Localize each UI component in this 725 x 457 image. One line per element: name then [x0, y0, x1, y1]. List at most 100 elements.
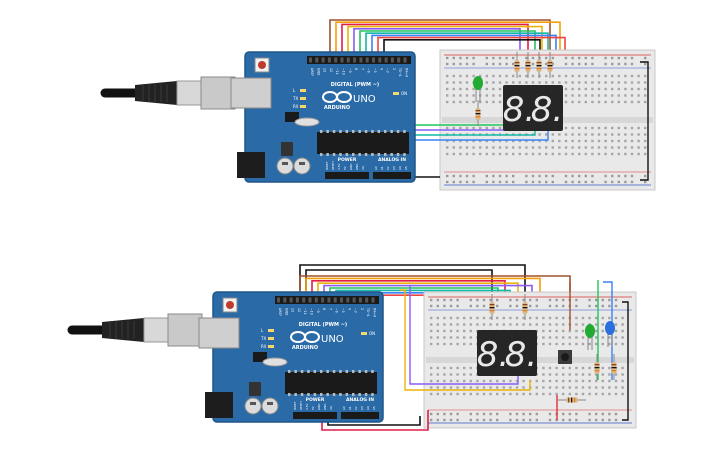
resistor-band [568, 397, 570, 403]
breadboard-hole [538, 139, 541, 143]
power-pin-label: RESET [299, 401, 303, 410]
rail-hole [545, 62, 548, 66]
breadboard-hole [614, 329, 618, 333]
rail-hole [498, 62, 502, 66]
breadboard-hole [578, 94, 581, 97]
breadboard-hole [548, 386, 552, 389]
breadboard-hole [564, 146, 568, 149]
rail-hole [459, 174, 462, 178]
chip-pin [307, 393, 310, 396]
rail-hole [555, 298, 558, 302]
breadboard-hole [595, 323, 598, 326]
breadboard-hole [578, 87, 581, 91]
capacitor [276, 157, 294, 175]
breadboard-hole [595, 329, 598, 333]
rail-hole [492, 174, 495, 178]
breadboard-hole [535, 316, 538, 320]
power-label: POWER [338, 157, 357, 163]
resistor-band [594, 370, 600, 372]
breadboard-hole [436, 386, 439, 389]
breadboard-hole [542, 336, 545, 339]
breadboard-hole [611, 126, 614, 130]
chip-pin [326, 370, 329, 373]
power-header [325, 172, 369, 179]
breadboard-hole [443, 316, 446, 320]
breadboard-hole [581, 392, 585, 396]
breadboard-hole [644, 139, 647, 143]
rail-hole [476, 418, 479, 422]
rail-hole [614, 412, 618, 416]
breadboard-hole [545, 81, 548, 84]
breadboard-hole [459, 146, 462, 149]
resistor-band [514, 65, 520, 67]
pin-label: GND [284, 308, 288, 316]
breadboard-hole [472, 152, 475, 156]
rail-hole [485, 56, 488, 60]
rail-hole [522, 418, 525, 422]
pin-label: 8 [354, 68, 358, 70]
breadboard-hole [456, 366, 459, 370]
breadboard-hole [452, 100, 455, 104]
breadboard-hole [604, 152, 607, 156]
breadboard-hole [601, 379, 604, 383]
power-pin-label: 3.3V [305, 404, 309, 410]
breadboard-hole [564, 87, 568, 91]
breadboard-hole [588, 316, 591, 320]
led-label: TX [292, 96, 298, 101]
rail-hole [617, 180, 620, 184]
pin-label: 13 [323, 68, 327, 72]
breadboard-hole [496, 379, 499, 383]
infinity-logo-right [304, 331, 320, 343]
analog-pin-label: A2 [386, 166, 390, 170]
analog-pin-label: A5 [372, 406, 376, 410]
pin-label: 2 [360, 308, 364, 310]
breadboard-hole [555, 342, 558, 346]
chip-pin [345, 393, 349, 396]
chip-pin [403, 130, 406, 133]
breadboard-hole [611, 87, 614, 91]
rail-hole [449, 412, 453, 416]
resistor-band [475, 116, 481, 118]
breadboard-hole [588, 342, 591, 346]
resistor-band [475, 113, 481, 115]
chip-pin [377, 153, 381, 156]
breadboard-hole [591, 94, 594, 97]
rail-hole [588, 298, 591, 302]
status-led [268, 329, 274, 332]
breadboard-hole [476, 392, 479, 396]
breadboard-hole [591, 146, 594, 149]
rail-hole [624, 174, 627, 178]
resistor-band [525, 65, 531, 67]
resistor-band [536, 62, 542, 64]
breadboard-hole [584, 152, 587, 156]
jumper-wire [347, 25, 543, 70]
breadboard-hole [463, 329, 466, 333]
rail-hole [436, 304, 439, 308]
breadboard-hole [630, 81, 634, 84]
analog-pin-label: A1 [380, 166, 384, 170]
breadboard-hole [476, 386, 479, 389]
breadboard-hole [644, 146, 647, 149]
breadboard-hole [564, 139, 568, 143]
resistor-band [522, 307, 528, 309]
breadboard-hole [548, 329, 552, 333]
breadboard-hole [621, 379, 624, 383]
rail-hole [630, 180, 634, 184]
breadboard-hole [562, 373, 565, 376]
breadboard-hole [522, 392, 525, 396]
chip-pin [320, 393, 323, 396]
breadboard-hole [624, 94, 627, 97]
model-label: UNO [353, 94, 376, 105]
rail-hole [564, 174, 568, 178]
led [605, 321, 615, 335]
rail-hole [485, 180, 488, 184]
breadboard-hole [617, 133, 620, 136]
chip-pin [371, 153, 374, 156]
chip-pin [332, 130, 336, 133]
breadboard-hole [430, 379, 433, 383]
pin-label: ~6 [335, 308, 339, 313]
rail-hole [644, 174, 647, 178]
breadboard-hole [515, 392, 519, 396]
chip-pin [332, 393, 336, 396]
